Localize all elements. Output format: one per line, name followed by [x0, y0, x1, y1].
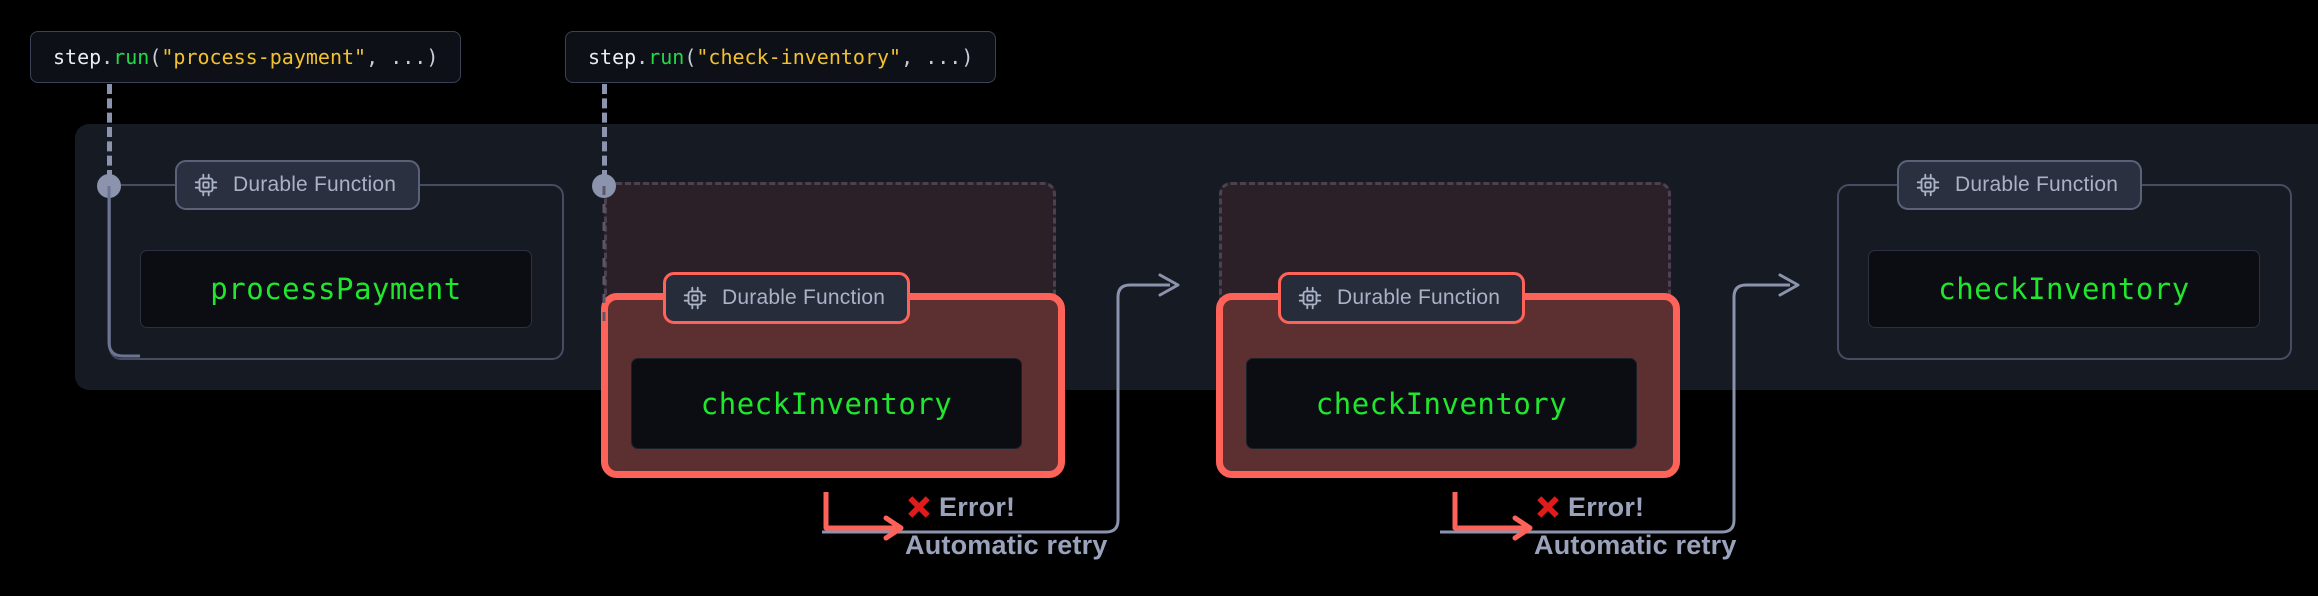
error-note-1-line: Error! — [905, 490, 1108, 524]
error-note-2-label: Error! — [1568, 491, 1645, 522]
callout-1-ellipsis: ... — [390, 45, 427, 69]
callout-2-drop-line — [602, 84, 607, 180]
error-arrow-1 — [823, 492, 896, 531]
error-arrowhead-1 — [883, 515, 904, 541]
callout-1-string: "process-payment" — [161, 45, 367, 69]
cpu-chip-icon — [1298, 286, 1322, 310]
callout-1-close-paren: ) — [426, 45, 439, 69]
callout-1-method: run — [113, 45, 150, 69]
error-note-2-retry-label: Automatic retry — [1534, 530, 1737, 560]
step-check-inventory-final-badge-label: Durable Function — [1955, 173, 2119, 196]
step-check-inventory-attempt-1-badge: Durable Function — [663, 272, 911, 324]
step-process-payment-badge-label: Durable Function — [233, 173, 397, 196]
step-process-payment-badge: Durable Function — [175, 160, 421, 210]
callout-2-anchor-dot — [592, 174, 616, 198]
callout-1-open-paren: ( — [149, 45, 162, 69]
callout-process-payment: step.run("process-payment", ...) — [30, 31, 462, 83]
step-check-inventory-attempt-1-badge-label: Durable Function — [722, 286, 886, 309]
error-note-1-retry-label: Automatic retry — [905, 530, 1108, 560]
callout-2-open-paren: ( — [684, 45, 697, 69]
cpu-chip-icon — [1916, 173, 1940, 197]
callout-2-method: run — [648, 45, 685, 69]
step-process-payment-box: processPayment — [140, 250, 532, 328]
error-note-2: Error! Automatic retry — [1534, 490, 1737, 561]
step-process-payment-name: processPayment — [210, 272, 462, 306]
step-check-inventory-attempt-2-badge-label: Durable Function — [1337, 286, 1501, 309]
callout-2-dot: . — [636, 45, 649, 69]
callout-1-dot: . — [101, 45, 114, 69]
error-note-2-line: Error! — [1534, 490, 1737, 524]
error-note-1-label: Error! — [939, 491, 1016, 522]
callout-2-ellipsis: ... — [925, 45, 962, 69]
x-mark-icon — [1537, 496, 1559, 518]
step-check-inventory-attempt-1-box: checkInventory — [631, 358, 1022, 449]
callout-2-comma: , — [901, 45, 926, 69]
callout-1-object: step — [53, 45, 102, 69]
callout-1-anchor-dot — [97, 174, 121, 198]
step-check-inventory-final-badge: Durable Function — [1897, 160, 2143, 210]
error-arrow-2 — [1452, 492, 1525, 531]
callout-1-comma: , — [366, 45, 391, 69]
step-check-inventory-attempt-1-name: checkInventory — [700, 386, 953, 421]
callout-2-close-paren: ) — [961, 45, 974, 69]
step-check-inventory-attempt-2-name: checkInventory — [1315, 386, 1568, 421]
cpu-chip-icon — [194, 173, 218, 197]
callout-2-string: "check-inventory" — [696, 45, 902, 69]
x-mark-icon — [908, 496, 930, 518]
callout-1-drop-line — [107, 84, 112, 180]
callout-check-inventory: step.run("check-inventory", ...) — [565, 31, 997, 83]
error-arrowhead-2 — [1512, 515, 1533, 541]
callout-2-object: step — [588, 45, 637, 69]
step-check-inventory-final-name: checkInventory — [1938, 272, 2190, 306]
step-check-inventory-final-box: checkInventory — [1868, 250, 2260, 328]
step-check-inventory-attempt-2-badge: Durable Function — [1278, 272, 1526, 324]
step-check-inventory-attempt-2-box: checkInventory — [1246, 358, 1637, 449]
error-note-1: Error! Automatic retry — [905, 490, 1108, 561]
cpu-chip-icon — [683, 286, 707, 310]
